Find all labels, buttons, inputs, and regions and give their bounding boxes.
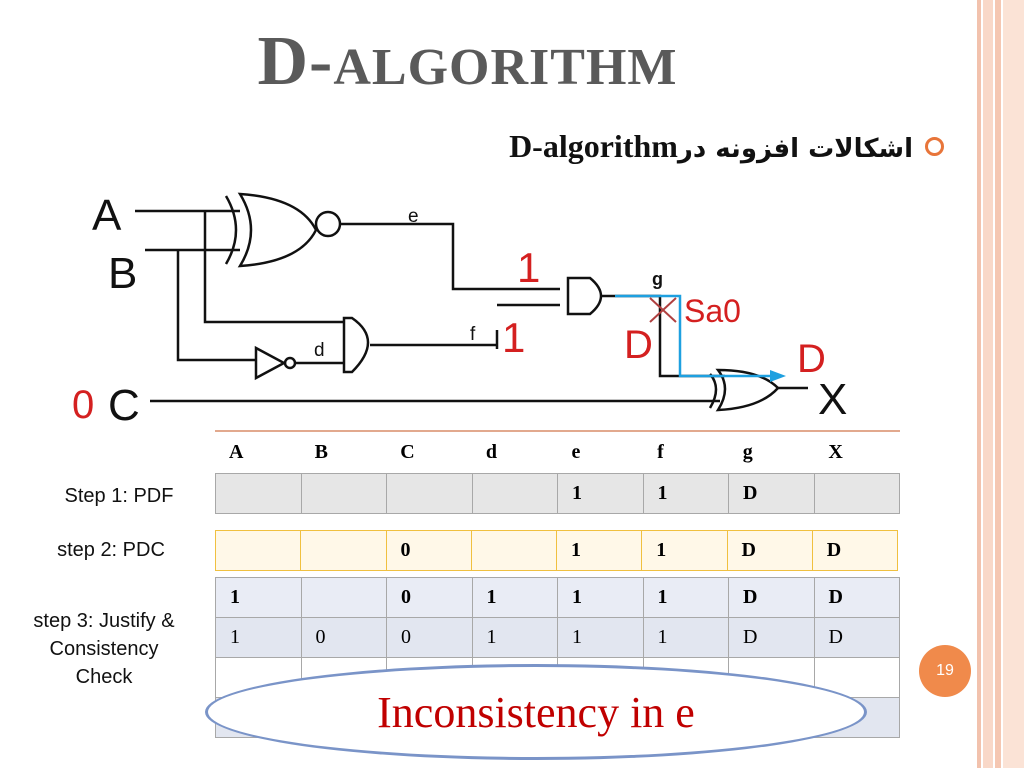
table-cell — [215, 473, 302, 514]
header-a: A — [215, 434, 301, 470]
label-net-g: g — [652, 269, 663, 289]
fault-label: Sa0 — [684, 293, 741, 329]
bullet-circle-icon — [925, 137, 944, 156]
label-net-e: e — [408, 206, 419, 227]
table-cell: D — [728, 473, 815, 514]
table-cell: 1 — [557, 617, 644, 658]
label-net-d: d — [314, 340, 325, 361]
value-c: 0 — [72, 383, 94, 427]
label-input-a: A — [92, 191, 122, 240]
table-cell — [300, 577, 387, 618]
table-cell: 1 — [215, 577, 302, 618]
table-row: 1 0 1 1 1 D D — [215, 577, 900, 618]
slide-title: D-ALGORITHM — [257, 23, 678, 100]
table-rule — [215, 430, 900, 432]
step3-label-line: step 3: Justify & — [33, 610, 175, 632]
table-row: 0 1 1 D D — [214, 530, 899, 571]
bullet-line: D-algorithmاشکالات افزونه در — [509, 128, 944, 165]
label-input-c: C — [108, 381, 140, 430]
decor-stripe — [983, 0, 993, 768]
table-cell — [813, 473, 900, 514]
table-cell: 1 — [555, 530, 643, 571]
step3-label-line: Check — [75, 666, 133, 688]
table-cell: 0 — [386, 617, 473, 658]
decor-stripe — [995, 0, 1001, 768]
table-cell: 1 — [642, 473, 729, 514]
header-g: g — [728, 434, 815, 470]
table-cell: 0 — [300, 617, 387, 658]
callout-text: Inconsistency in e — [377, 687, 695, 737]
step1-label: Step 1: PDF — [64, 485, 174, 507]
table-cell — [470, 530, 558, 571]
step2-table: 0 1 1 D D — [214, 530, 899, 571]
table-cell: 1 — [471, 617, 558, 658]
table-cell — [214, 530, 302, 571]
table-cell — [300, 530, 387, 571]
header-f: f — [643, 434, 729, 470]
table-cell: D — [813, 577, 900, 618]
step2-label: step 2: PDC — [57, 539, 165, 561]
table-cell: 0 — [386, 577, 473, 618]
table-cell: 1 — [471, 577, 558, 618]
table-cell: 1 — [557, 577, 644, 618]
inconsistency-callout: Inconsistency in e — [205, 664, 867, 760]
table-row: 1 1 D — [215, 473, 900, 514]
table-cell: 1 — [557, 473, 644, 514]
table-cell — [300, 473, 387, 514]
table-cell: 1 — [215, 617, 302, 658]
header-b: B — [300, 434, 387, 470]
table-cell: 1 — [642, 617, 729, 658]
bullet-text: D-algorithmاشکالات افزونه در — [509, 128, 913, 164]
step3-label-line: Consistency — [49, 638, 159, 660]
table-cell: 1 — [642, 577, 729, 618]
value-g: D — [624, 323, 653, 367]
table-header: A B C d e f g X — [215, 434, 900, 470]
table-cell: D — [728, 617, 815, 658]
table-cell: D — [728, 577, 815, 618]
label-net-f: f — [470, 324, 476, 345]
step3-label: step 3: Justify & Consistency Check — [6, 607, 202, 691]
table-cell — [471, 473, 558, 514]
label-output-x: X — [818, 375, 847, 424]
header-d: d — [471, 434, 558, 470]
decor-stripe — [1003, 0, 1024, 768]
table-cell: D — [811, 530, 899, 571]
step1-table: 1 1 D — [215, 473, 900, 514]
table-cell: D — [726, 530, 813, 571]
table-cell: D — [813, 617, 900, 658]
decor-stripe — [977, 0, 981, 768]
header-e: e — [557, 434, 644, 470]
table-cell: 0 — [385, 530, 472, 571]
table-row: 1 0 0 1 1 1 D D — [215, 617, 900, 658]
table-cell — [386, 473, 473, 514]
header-c: C — [386, 434, 472, 470]
value-f: 1 — [502, 314, 525, 361]
label-input-b: B — [108, 249, 137, 298]
value-x: D — [797, 337, 826, 381]
header-x: X — [814, 434, 900, 470]
value-e: 1 — [517, 244, 540, 291]
page-number-badge: 19 — [919, 645, 971, 697]
table-cell: 1 — [641, 530, 728, 571]
